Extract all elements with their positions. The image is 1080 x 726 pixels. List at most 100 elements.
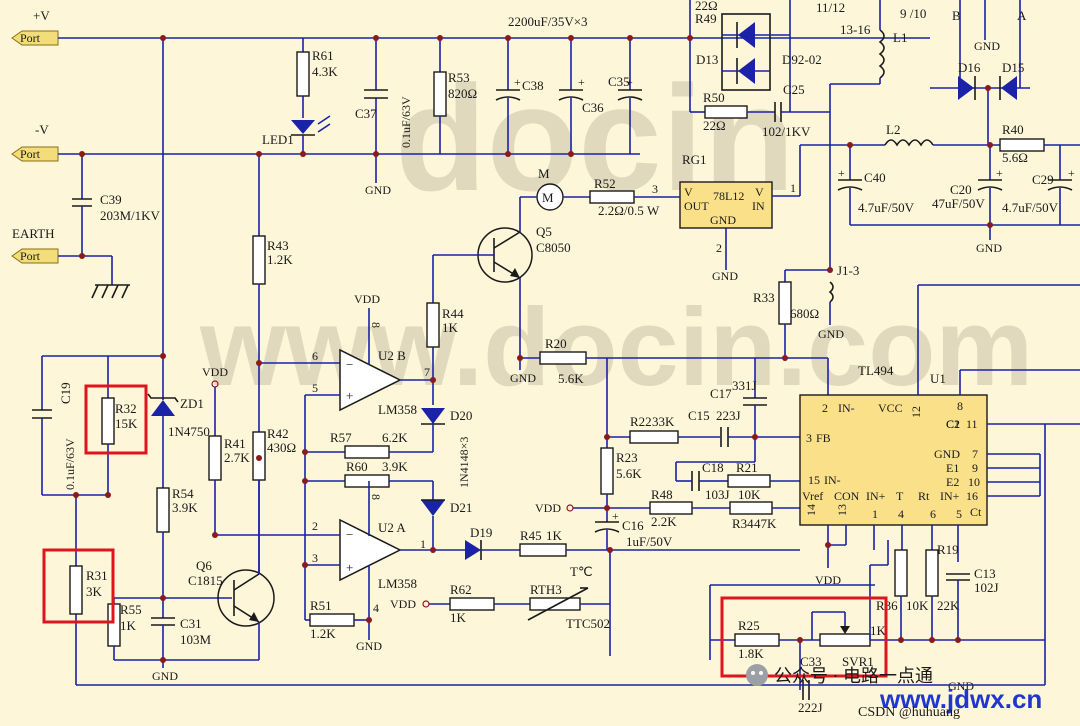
svg-text:5.6Ω: 5.6Ω <box>1002 150 1028 165</box>
svg-text:Vref: Vref <box>802 489 823 503</box>
svg-text:C18: C18 <box>702 460 724 475</box>
resistor-R51: R51 1.2K <box>305 598 369 641</box>
svg-text:C35: C35 <box>608 74 630 89</box>
svg-text:4: 4 <box>898 507 904 521</box>
capacitor-C16: + C16 1uF/50V <box>594 508 673 550</box>
resistor-R43: R43 1.2K <box>252 154 293 432</box>
svg-text:1K: 1K <box>546 528 563 543</box>
svg-text:D20: D20 <box>450 408 472 423</box>
resistor-R41: VDD R41 2.7K <box>202 365 250 535</box>
svg-text:3: 3 <box>312 551 318 565</box>
motor-M: M M <box>519 166 590 232</box>
svg-text:1N4750: 1N4750 <box>168 424 210 439</box>
svg-text:102J: 102J <box>974 580 999 595</box>
svg-text:1.2K: 1.2K <box>310 626 336 641</box>
svg-text:1K: 1K <box>442 320 459 335</box>
svg-text:VDD: VDD <box>390 597 416 611</box>
gnd-label-bottom: GND <box>948 679 974 693</box>
svg-text:7: 7 <box>424 365 430 379</box>
inductor-L1: 11/12 13-16 9 /10 L1 <box>816 0 926 270</box>
svg-text:R49: R49 <box>695 11 717 26</box>
svg-text:C20: C20 <box>950 182 972 197</box>
svg-text:22Ω: 22Ω <box>695 0 718 13</box>
port-earth-label: Port <box>20 249 41 263</box>
svg-text:33K: 33K <box>652 414 675 429</box>
svg-text:C33: C33 <box>800 654 822 669</box>
port-pos-label: Port <box>20 31 41 45</box>
svg-text:5.6K: 5.6K <box>616 466 642 481</box>
highlight-box-svr1 <box>720 596 888 678</box>
svg-text:10K: 10K <box>906 598 929 613</box>
svg-text:C31: C31 <box>180 616 202 631</box>
plus-sign-c38: + <box>514 75 521 89</box>
svg-text:LM358: LM358 <box>378 576 417 591</box>
svg-text:5: 5 <box>956 507 962 521</box>
svg-text:+: + <box>838 166 845 180</box>
svg-text:A: A <box>1017 8 1027 23</box>
svg-text:−: − <box>346 527 353 542</box>
opamp-U2B: − + U2 B LM358 VDD 8 6 5 7 <box>304 292 433 620</box>
svg-text:公众号 · 电路一点通: 公众号 · 电路一点通 <box>774 666 933 686</box>
diode-D9202-block: 22Ω R49 D13 D92-02 <box>689 0 822 112</box>
svg-text:GND: GND <box>974 39 1000 53</box>
svg-text:D13: D13 <box>696 52 718 67</box>
capacitor-C33: C33 222J <box>798 640 823 715</box>
svg-text:U2 B: U2 B <box>378 348 406 363</box>
svg-text:10K: 10K <box>738 487 761 502</box>
gnd-label-c31: GND <box>152 669 178 683</box>
svg-text:6: 6 <box>312 349 318 363</box>
svg-text:M: M <box>542 190 554 205</box>
svg-text:TL494: TL494 <box>858 363 894 378</box>
capacitor-C36: + C36 <box>558 38 604 154</box>
zener-ZD1: ZD1 1N4750 <box>147 393 210 488</box>
svg-text:R23: R23 <box>616 450 638 465</box>
svg-text:3.9K: 3.9K <box>382 459 408 474</box>
svg-text:RG1: RG1 <box>682 152 707 167</box>
svg-text:R33: R33 <box>753 290 775 305</box>
svg-text:22K: 22K <box>937 598 960 613</box>
resistor-R31: R31 3K <box>69 565 108 615</box>
svg-text:C1815: C1815 <box>188 573 223 588</box>
capacitor-C29: + C29 4.7uF/50V <box>1002 145 1075 225</box>
svg-text:IN: IN <box>752 199 765 213</box>
svg-text:3: 3 <box>652 182 658 196</box>
svg-text:1: 1 <box>790 181 796 195</box>
svg-text:V: V <box>755 185 764 199</box>
svg-text:13-16: 13-16 <box>840 22 871 37</box>
svg-text:Rt: Rt <box>918 489 930 503</box>
svg-text:−: − <box>346 357 353 372</box>
svg-text:C1: C1 <box>946 417 960 431</box>
svg-text:R20: R20 <box>545 336 567 351</box>
resistor-R48: VDD R48 2.2K <box>535 487 730 529</box>
svg-text:3: 3 <box>806 431 812 445</box>
svg-text:FB: FB <box>816 431 831 445</box>
svg-text:C15: C15 <box>688 408 710 423</box>
capacitor-C13: C13 102J <box>946 566 999 640</box>
svg-text:T: T <box>896 489 904 503</box>
svg-text:R34: R34 <box>732 516 754 531</box>
svg-text:V: V <box>684 185 693 199</box>
svg-text:1.8K: 1.8K <box>738 646 764 661</box>
svg-text:1N4148×3: 1N4148×3 <box>457 437 471 488</box>
svg-text:4.3K: 4.3K <box>312 64 338 79</box>
capacitor-C18: C18 103J <box>675 437 756 502</box>
svg-text:R43: R43 <box>267 238 289 253</box>
svg-text:1K: 1K <box>120 618 137 633</box>
resistor-R62: VDD R62 1K <box>390 582 530 625</box>
svg-text:+: + <box>626 75 633 89</box>
resistor-R21: R21 10K <box>715 460 800 502</box>
capacitor-C39: C39 203M/1KV <box>72 154 161 256</box>
watermark-docin-url: www.docin.com <box>199 286 1033 409</box>
svg-text:47uF/50V: 47uF/50V <box>932 196 985 211</box>
capacitor-C40: + C40 4.7uF/50V <box>837 145 915 225</box>
svg-text:1K: 1K <box>450 610 467 625</box>
resistor-R60: R60 3.9K <box>305 459 433 488</box>
svg-text:CON: CON <box>834 489 860 503</box>
svg-text:430Ω: 430Ω <box>267 440 296 455</box>
svg-text:VDD: VDD <box>354 292 380 306</box>
svg-text:22Ω: 22Ω <box>703 118 726 133</box>
svg-text:R52: R52 <box>594 176 616 191</box>
svg-text:78L12: 78L12 <box>713 189 744 203</box>
svg-text:8: 8 <box>957 399 963 413</box>
